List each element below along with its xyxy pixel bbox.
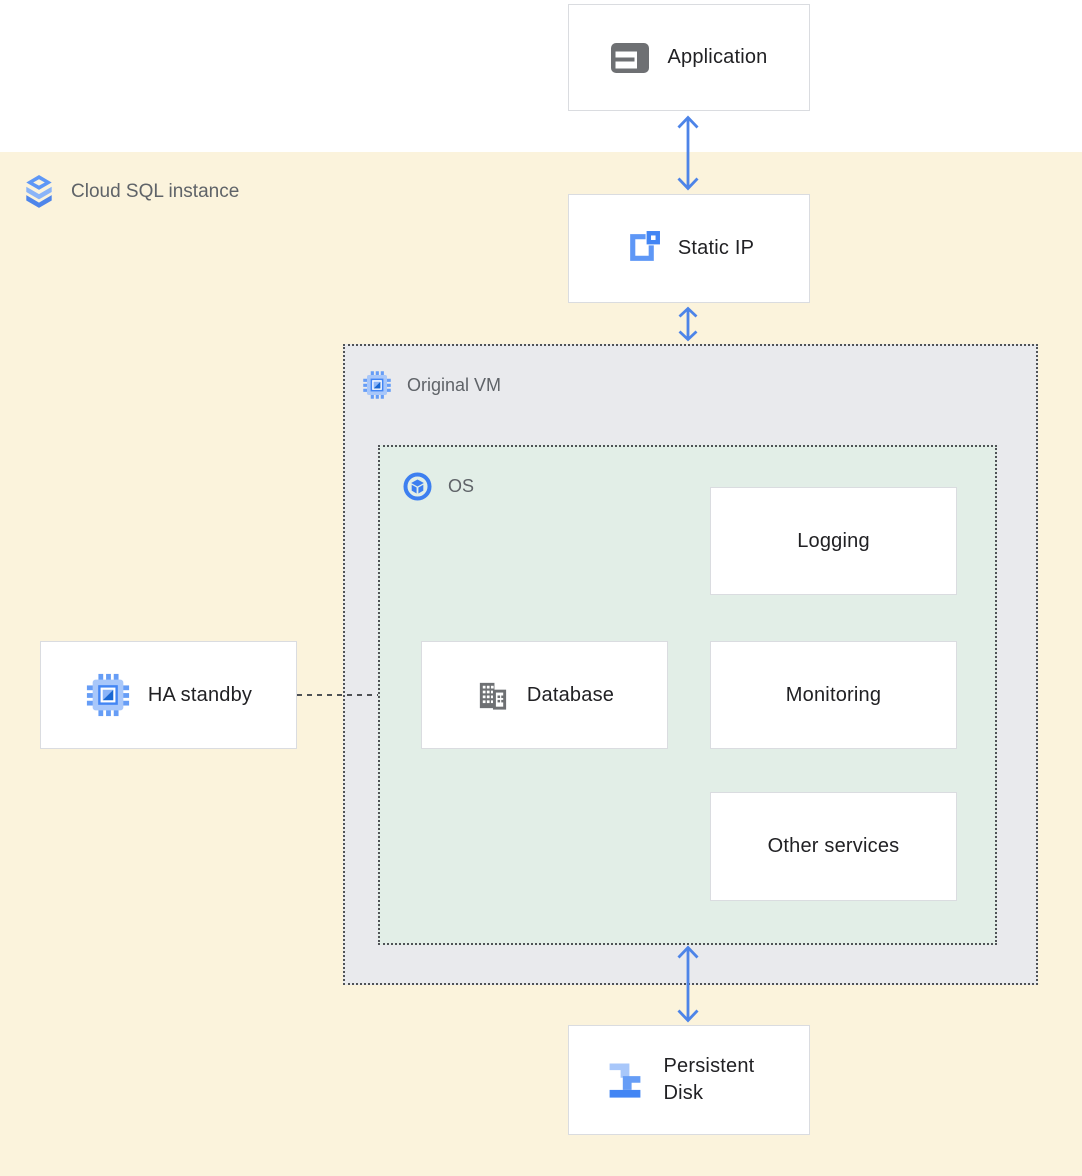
node-ha-standby: HA standby — [40, 641, 297, 749]
arrow-staticip-vm — [678, 306, 698, 342]
database-text: Database — [526, 683, 615, 706]
node-persistent-disk: Persistent Disk — [568, 1025, 810, 1135]
node-other-services: Other services — [710, 792, 957, 901]
logging-text: Logging — [797, 529, 870, 552]
ha-standby-connector-line — [297, 694, 378, 696]
static-ip-text: Static IP — [677, 237, 755, 259]
node-application: Application — [568, 4, 810, 111]
cloud-sql-icon — [26, 175, 52, 208]
os-label: OS — [402, 471, 474, 502]
compute-engine-icon — [86, 673, 129, 717]
node-monitoring: Monitoring — [710, 641, 957, 749]
compute-engine-icon — [363, 371, 391, 399]
arrow-application-staticip — [677, 115, 699, 191]
monitoring-text: Monitoring — [785, 683, 882, 706]
original-vm-text: Original VM — [407, 374, 502, 395]
node-static-ip: Static IP — [568, 194, 810, 303]
database-building-icon — [479, 682, 507, 710]
node-logging: Logging — [710, 487, 957, 595]
cloud-sql-zone-text: Cloud SQL instance — [71, 181, 240, 202]
static-ip-icon — [630, 231, 660, 261]
node-database: Database — [421, 641, 668, 749]
cloud-sql-zone-label: Cloud SQL instance — [24, 174, 239, 210]
application-text: Application — [667, 46, 768, 68]
arrow-os-persistentdisk — [677, 945, 699, 1023]
os-text: OS — [448, 476, 475, 496]
os-icon — [403, 472, 432, 501]
application-window-icon — [611, 42, 650, 73]
original-vm-label: Original VM — [362, 370, 501, 400]
persistent-disk-icon — [609, 1063, 640, 1098]
other-services-text: Other services — [767, 835, 900, 857]
ha-standby-text: HA standby — [147, 683, 253, 706]
persistent-disk-text: Persistent Disk — [663, 1055, 755, 1104]
